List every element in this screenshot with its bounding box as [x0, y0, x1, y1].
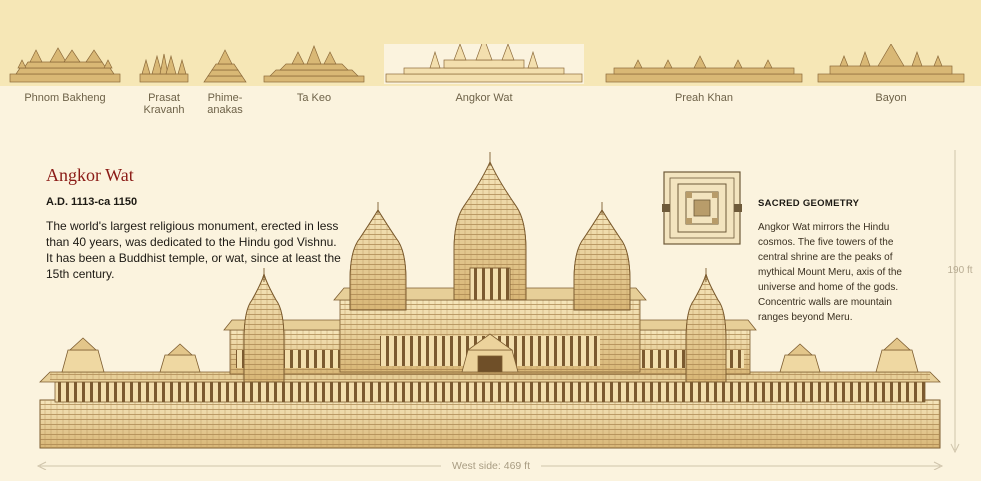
nav-item-label: Phime-anakas: [207, 92, 243, 116]
sacred-geometry-heading: SACRED GEOMETRY: [758, 198, 860, 209]
width-dimension-label: West side: 469 ft: [441, 460, 541, 472]
nav-item-phimeanakas[interactable]: Phime-anakas: [200, 0, 250, 124]
nav-item-label: Ta Keo: [296, 92, 332, 104]
prasat-kravanh-thumbnail: [139, 53, 189, 83]
bayon-thumbnail: [817, 44, 965, 83]
nav-item-label: Bayon: [875, 92, 907, 104]
angkor-wat-elevation-illustration: [36, 150, 960, 470]
preah-khan-thumbnail: [605, 55, 803, 83]
nav-item-angkor-wat[interactable]: Angkor Wat: [384, 0, 584, 124]
nav-item-phnom-bakheng[interactable]: Phnom Bakheng: [6, 0, 124, 124]
phimeanakas-thumbnail: [203, 49, 247, 83]
nav-item-ta-keo[interactable]: Ta Keo: [262, 0, 366, 124]
nav-item-label: Preah Khan: [674, 92, 734, 104]
sacred-geometry-text: Angkor Wat mirrors the Hindu cosmos. The…: [758, 222, 902, 323]
page-title: Angkor Wat: [46, 165, 134, 185]
ta-keo-thumbnail: [263, 45, 365, 83]
phnom-bakheng-thumbnail: [9, 47, 121, 83]
angkor-wat-thumbnail: [385, 44, 583, 83]
nav-item-label: Angkor Wat: [455, 92, 513, 104]
height-dimension-label: 190 ft: [947, 265, 973, 276]
nav-item-bayon[interactable]: Bayon: [816, 0, 966, 124]
temple-selector-labels-area: [0, 86, 981, 126]
temple-plan-diagram: [662, 171, 742, 245]
construction-dates: A.D. 1113-ca 1150: [46, 196, 138, 208]
nav-item-preah-khan[interactable]: Preah Khan: [604, 0, 804, 124]
temple-description: The world's largest religious monument, …: [46, 219, 341, 281]
nav-item-label: Phnom Bakheng: [24, 92, 106, 104]
